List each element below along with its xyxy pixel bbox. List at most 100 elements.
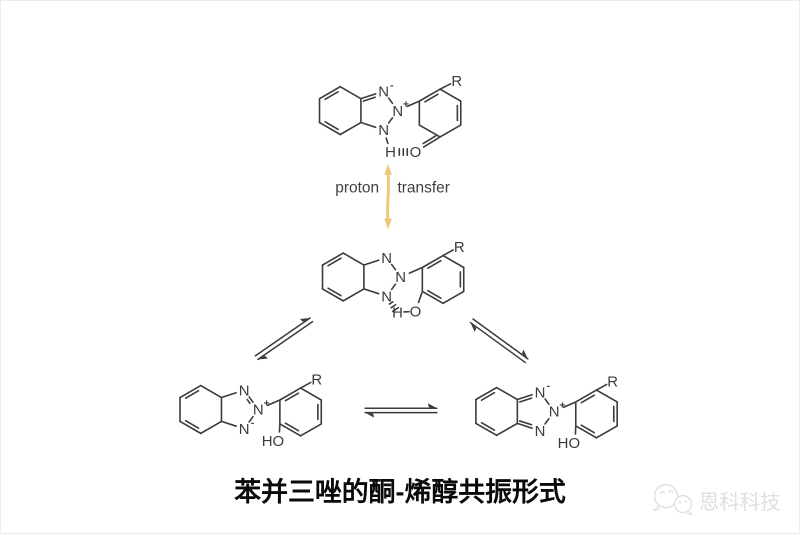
watermark-brand: 恩科科技 — [699, 491, 781, 514]
bond-line — [516, 422, 533, 429]
hydrogen-bond-hashes — [388, 301, 400, 313]
bond-line — [442, 249, 454, 257]
bond-line — [574, 389, 598, 403]
atom-label-n-bot: N — [381, 288, 392, 305]
bond-line — [439, 124, 462, 138]
hash-tick — [388, 301, 394, 305]
atom-label-h: H — [385, 144, 396, 161]
bond-line — [179, 384, 202, 399]
bond-line-inner — [422, 135, 437, 145]
hash-tick — [390, 303, 397, 309]
benzene-ring — [318, 85, 362, 136]
bond-line — [339, 85, 362, 100]
charge-label: - — [251, 418, 255, 429]
bond-line — [248, 396, 254, 404]
bond-line — [248, 415, 254, 423]
atom-label-n-mid: N — [549, 404, 560, 421]
charge-label: + — [403, 100, 409, 111]
bond-line-inner — [424, 93, 439, 103]
bond-line — [339, 121, 362, 136]
bond-line — [342, 288, 365, 302]
bond-line-inner — [327, 287, 342, 297]
atom-label-h: H — [392, 305, 403, 322]
atom-label-oh: HO — [558, 435, 580, 452]
hash-tick — [391, 306, 400, 313]
bond-line — [417, 292, 423, 304]
bond-line — [387, 117, 394, 124]
bond-line — [574, 425, 598, 439]
atom-label-n-mid: N — [395, 269, 406, 286]
triazole-ring: NNN-+ — [360, 80, 409, 139]
bond-line — [299, 423, 323, 437]
charge-label: - — [390, 80, 394, 91]
watermark: 恩科科技 — [652, 483, 781, 516]
bond-line — [495, 386, 519, 401]
bond-line — [179, 420, 202, 435]
chat-bubbles-icon — [652, 483, 693, 516]
bond-line — [442, 254, 465, 269]
bond-line — [390, 283, 397, 291]
bond-line — [439, 88, 462, 102]
bond-line — [418, 88, 441, 102]
bond-line — [385, 137, 389, 145]
bond-line — [299, 387, 323, 401]
atom-label-n-bot: N — [378, 122, 389, 139]
bond-line-inner — [184, 389, 200, 399]
bond-line-inner — [480, 421, 496, 431]
hydrogen-bond-hashes — [398, 148, 409, 157]
structure-bottom-right: NNN-+RHO — [475, 373, 618, 452]
bond-line — [408, 267, 423, 274]
bond-line-inner — [284, 392, 300, 402]
bond-line-inner — [362, 96, 376, 102]
atom-label-n-top: N — [239, 382, 250, 399]
bond-line — [595, 425, 618, 439]
bond-line — [360, 93, 377, 100]
bond-line-inner — [246, 398, 251, 405]
bond-line — [199, 420, 223, 435]
bond-line — [475, 422, 498, 437]
bond-line-inner — [427, 259, 442, 269]
bond-line-inner — [327, 257, 342, 267]
arrow-head-up — [384, 163, 392, 175]
bond-line — [421, 290, 444, 305]
harpoon-head — [365, 412, 375, 418]
atom-label-r: R — [311, 371, 322, 388]
transfer-label: transfer — [398, 179, 450, 196]
atom-label-n-mid: N — [392, 103, 403, 120]
equilibrium-arrow-left — [254, 317, 314, 361]
bond-line — [254, 317, 311, 357]
bond-line — [220, 391, 237, 399]
atom-label-n-mid: N — [253, 402, 264, 419]
bubble-small-tail — [686, 510, 693, 516]
charge-label: - — [547, 381, 551, 392]
proton-transfer-arrow — [384, 163, 392, 230]
bond-line — [363, 259, 380, 266]
bond-line-inner — [427, 289, 442, 299]
bond-line — [439, 83, 452, 90]
atom-label-o: O — [410, 304, 422, 321]
bond-line — [469, 321, 526, 364]
bond-line — [220, 420, 237, 427]
harpoon-head — [299, 318, 311, 322]
bond-line — [360, 121, 377, 129]
bond-line-inner — [480, 391, 496, 401]
bond-line — [199, 384, 223, 399]
bond-line — [544, 398, 550, 406]
bond-line — [390, 263, 397, 271]
bubble-eye — [659, 490, 666, 495]
bond-line — [318, 85, 342, 100]
triazole-ring: NNN — [363, 250, 406, 305]
structure-keto-top: NNN-+ROH — [318, 73, 462, 161]
bond-line — [421, 254, 444, 269]
bond-line — [267, 399, 280, 407]
bond-line — [279, 387, 302, 401]
equilibrium-arrow-right — [469, 318, 529, 364]
atom-label-n-top: N — [381, 250, 392, 267]
bond-line — [387, 97, 394, 105]
bond-line-inner — [324, 121, 339, 131]
phenol-ring: R — [418, 73, 462, 138]
bond-line — [595, 389, 618, 403]
